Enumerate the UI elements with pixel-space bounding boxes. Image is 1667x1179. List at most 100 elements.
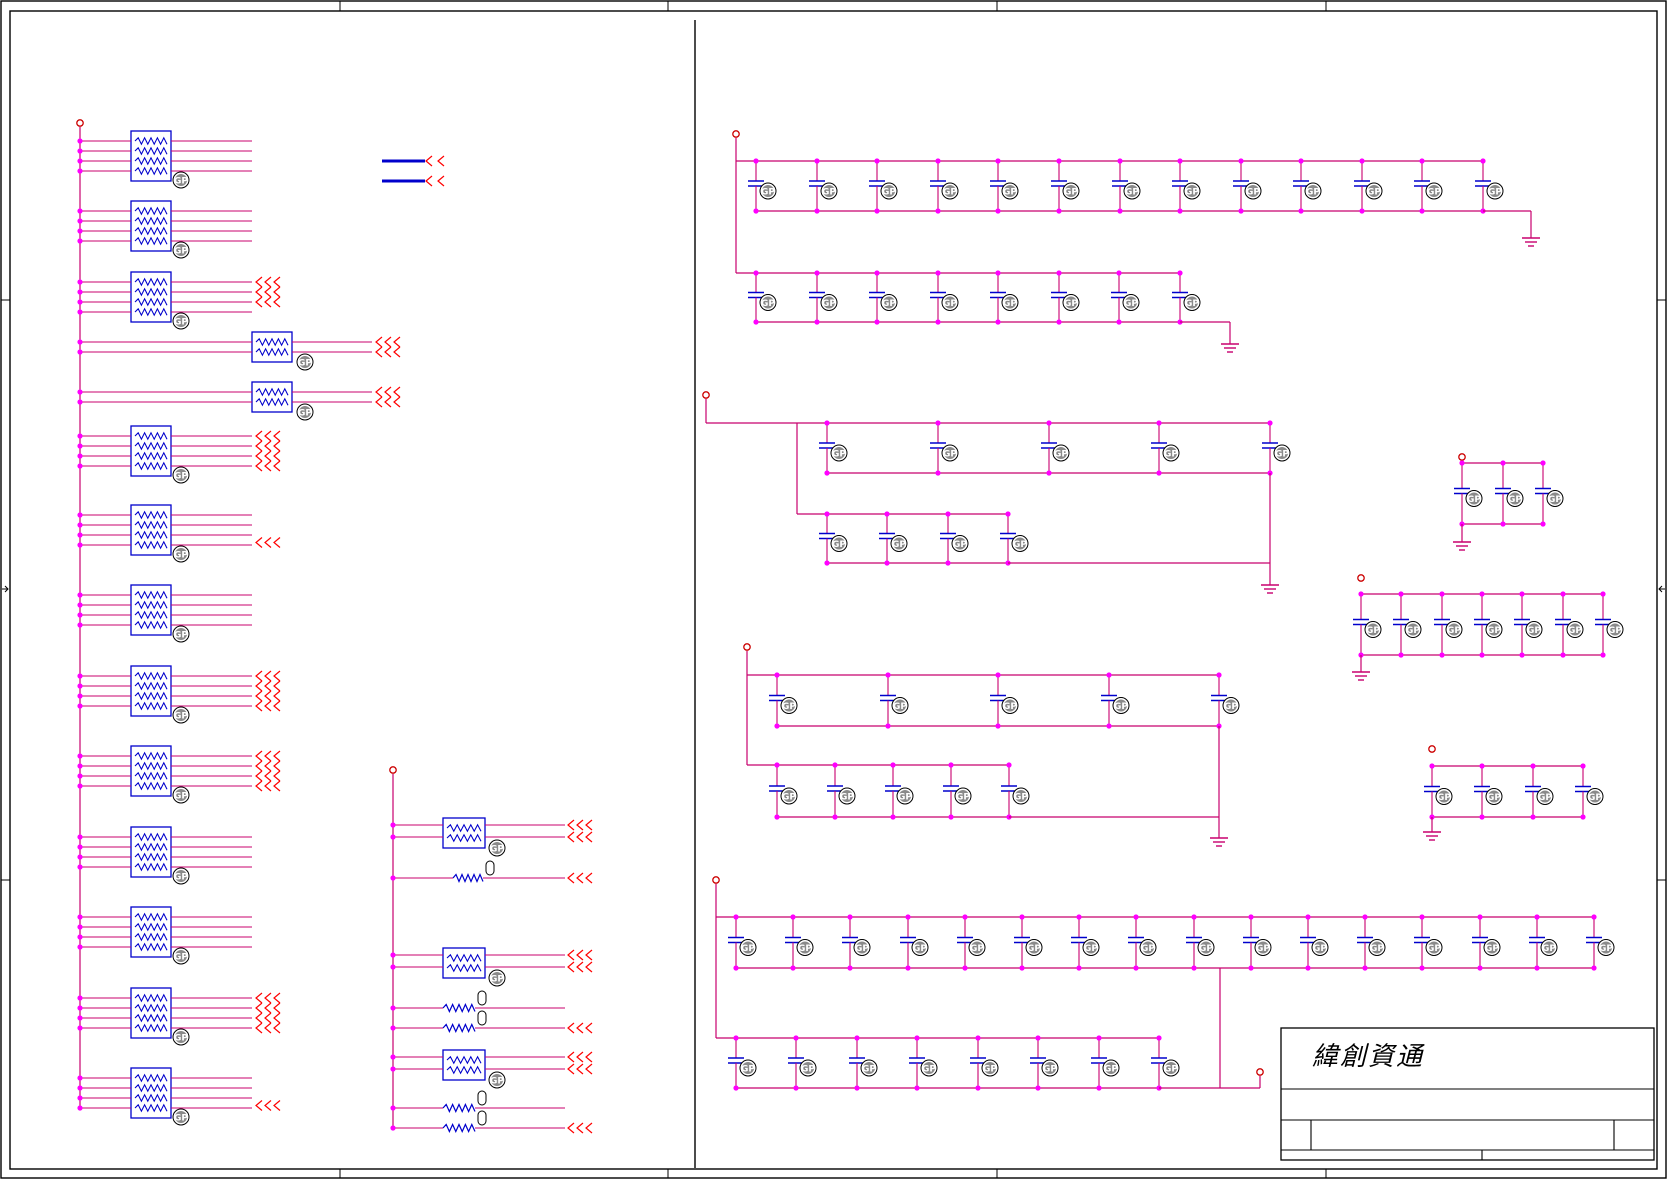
gp-badge-fill [954,537,966,550]
gp-badge-label: GP [174,1034,188,1044]
offpage-arrow-icon [264,690,272,702]
offpage-arrow-icon [585,1122,593,1134]
offpage-arrow-icon [384,386,392,398]
offpage-arrow-icon [576,949,584,961]
gp-badge-fill [1065,296,1077,309]
rpack-icon [134,852,168,862]
gp-badge-fill [1015,790,1027,802]
gp-badge-icon: GP [1486,182,1504,200]
offpage-arrow-icon [375,346,383,358]
gp-badge-icon: GP [1425,182,1443,200]
rpack-icon [130,504,172,556]
junction-dot [995,270,1001,276]
offpage-arrow-icon [585,819,593,831]
junction-dot [1238,208,1244,214]
junction-dot [753,158,759,164]
junction-dot [935,319,941,325]
gp-badge-fill [899,790,911,802]
rpack-icon [134,307,168,317]
offpage-arrow-icon [264,430,272,442]
gp-badge-label: GP [1164,450,1178,460]
gp-badge-fill [856,941,868,954]
junction-dot [1600,652,1606,658]
gp-badge-fill [1314,941,1326,954]
junction-dot [1419,208,1425,214]
power-pin [732,130,740,138]
gp-badge-fill [1065,185,1077,197]
gp-badge-icon: GP [1062,182,1080,200]
junction-dot [935,270,941,276]
offpage-arrow-icon [585,831,593,843]
gp-badge-label: GP [1608,626,1622,636]
gp-badge-fill [1600,941,1612,954]
gp-badge-fill [1165,1062,1177,1074]
rpack-icon [134,671,168,681]
gp-badge-fill [1486,941,1498,954]
junction-dot [77,773,83,779]
gp-badge-label: GP [1114,702,1128,712]
gp-badge-label: GP [922,1065,936,1075]
junction-dot [390,822,396,828]
junction-dot [1479,591,1485,597]
gp-badge-label: GP [1487,626,1501,636]
gp-badge-fill [299,356,311,368]
gp-badge-fill [894,699,906,712]
offpage-arrow-icon [273,760,281,772]
junction-dot [77,622,83,628]
gp-badge-label: GP [1084,944,1098,954]
junction-dot [1530,763,1536,769]
gp-badge-icon: GP [896,787,914,805]
junction-dot [1479,652,1485,658]
gp-badge-label: GP [1246,188,1260,198]
gp-badge-fill [1165,447,1177,459]
junction-dot [885,672,891,678]
offpage-arrow-icon [567,1063,575,1075]
offpage-arrow-icon [576,872,584,884]
junction-dot [1419,914,1425,920]
gp-badge-label: GP [832,450,846,460]
gp-badge-icon: GP [1304,182,1322,200]
junction-dot [945,560,951,566]
junction-dot [890,814,896,820]
offpage-arrow-icon [273,1012,281,1024]
junction-dot [1177,158,1183,164]
rpack-icon [134,451,168,461]
power-pin [1458,453,1466,461]
junction-dot [793,1035,799,1041]
rpack-icon [134,832,168,842]
power-pin [712,876,720,884]
gp-badge-label: GP [1527,626,1541,636]
junction-dot [77,783,83,789]
gp-badge-label: GP [1427,188,1441,198]
gp-badge-fill [1371,941,1383,954]
gp-badge-fill [833,447,845,459]
junction-dot [1305,965,1311,971]
gp-badge-icon: GP [172,1028,190,1046]
gp-badge-label: GP [1003,299,1017,309]
gp-badge-icon: GP [1183,182,1201,200]
offpage-arrow-icon [255,1022,263,1034]
gp-badge-icon: GP [296,403,314,421]
rpack-icon [134,510,168,520]
junction-dot [390,1025,396,1031]
junction-dot [1116,270,1122,276]
gp-badge-fill [1044,1062,1056,1074]
offpage-arrow-icon [576,1022,584,1034]
gp-badge-fill [299,406,311,418]
gp-badge-icon: GP [941,444,959,462]
gp-badge-label: GP [1054,450,1068,460]
gp-badge-label: GP [832,540,846,550]
offpage-arrow-icon [255,460,263,472]
rpack-icon [134,1083,168,1093]
gp-badge-fill [799,941,811,954]
offpage-arrow-icon [567,831,575,843]
gp-badge-icon: GP [981,1059,999,1077]
gp-badge-icon [477,1110,487,1126]
junction-dot [1238,158,1244,164]
junction-dot [1479,814,1485,820]
junction-dot [935,470,941,476]
gp-badge-fill [175,174,187,186]
junction-dot [975,1035,981,1041]
gp-badge-icon: GP [1244,182,1262,200]
junction-dot [1035,1035,1041,1041]
